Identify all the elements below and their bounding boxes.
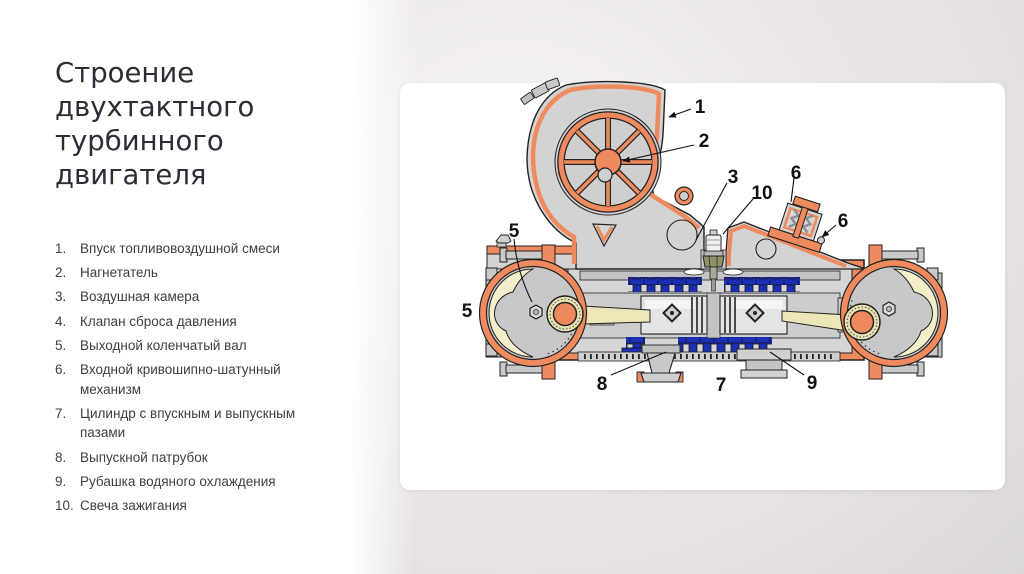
item-number: 10. bbox=[55, 497, 74, 513]
parts-list-item-2: 2. Нагнетатель bbox=[55, 263, 313, 283]
parts-list-item-10: 10. Свеча зажигания bbox=[55, 496, 313, 516]
leader-lines bbox=[513, 108, 837, 376]
item-label: Выходной коленчатый вал bbox=[80, 337, 247, 353]
spark-plug bbox=[683, 229, 744, 292]
parts-list-item-4: 4. Клапан сброса давления bbox=[55, 312, 313, 332]
item-number: 6. bbox=[55, 361, 67, 377]
callout-6b: 6 bbox=[838, 211, 849, 232]
item-number: 7. bbox=[55, 405, 67, 421]
item-label: Свеча зажигания bbox=[80, 497, 187, 513]
bottom-rail bbox=[577, 351, 841, 362]
item-label: Рубашка водяного охлаждения bbox=[80, 473, 276, 489]
item-label: Клапан сброса давления bbox=[80, 313, 237, 329]
piston-right bbox=[719, 295, 788, 335]
callout-10: 10 bbox=[751, 183, 772, 204]
item-label: Цилиндр с впускным и выпускным пазами bbox=[80, 405, 296, 441]
text-panel: Строение двухтактного турбинного двигате… bbox=[55, 0, 385, 513]
item-number: 3. bbox=[55, 289, 67, 305]
callout-6a: 6 bbox=[791, 163, 802, 184]
callout-5b: 5 bbox=[462, 301, 473, 322]
parts-list-item-3: 3. Воздушная камера bbox=[55, 287, 313, 307]
turbine-fitting bbox=[520, 77, 561, 105]
parts-list-item-1: 1. Впуск топливовоздушной смеси bbox=[55, 239, 313, 259]
bottom-cover bbox=[736, 348, 792, 379]
item-label: Воздушная камера bbox=[80, 289, 200, 305]
supercharger bbox=[520, 77, 705, 270]
vent-hole bbox=[755, 238, 777, 260]
item-number: 8. bbox=[55, 449, 67, 465]
crankcase-left bbox=[478, 258, 588, 368]
callout-8: 8 bbox=[597, 374, 608, 395]
callout-3: 3 bbox=[728, 167, 739, 188]
item-number: 5. bbox=[55, 337, 67, 353]
parts-list-item-7: 7. Цилиндр с впускным и выпускным пазами bbox=[55, 404, 313, 443]
callout-5a: 5 bbox=[509, 221, 520, 242]
callout-2: 2 bbox=[699, 131, 710, 152]
pistons bbox=[640, 292, 788, 339]
item-label: Впуск топливовоздушной смеси bbox=[80, 241, 280, 256]
relief-valve bbox=[767, 195, 825, 254]
callout-7: 7 bbox=[716, 375, 727, 396]
callout-1: 1 bbox=[695, 97, 706, 118]
parts-list-item-9: 9. Рубашка водяного охлаждения bbox=[55, 472, 313, 492]
callout-9: 9 bbox=[807, 373, 818, 394]
slide-title: Строение двухтактного турбинного двигате… bbox=[55, 57, 255, 191]
turbine-wheel bbox=[557, 111, 659, 213]
crankcase-right bbox=[839, 258, 949, 368]
parts-list-item-5: 5. Выходной коленчатый вал bbox=[55, 336, 313, 356]
item-label: Входной кривошипно-шатунный механизм bbox=[80, 361, 281, 397]
exhaust-pipe bbox=[636, 344, 684, 383]
item-label: Выпускной патрубок bbox=[80, 449, 208, 465]
item-number: 1. bbox=[55, 241, 67, 256]
item-number: 9. bbox=[55, 473, 67, 489]
parts-list-item-8: 8. Выпускной патрубок bbox=[55, 448, 313, 468]
figure-labels: 1 23 10 6 6 5 5 8 7 9 bbox=[462, 97, 849, 396]
air-chamber-void bbox=[666, 219, 698, 251]
piston-left bbox=[640, 295, 708, 335]
parts-list: 1. Впуск топливовоздушной смеси 2. Нагнетат… bbox=[55, 239, 313, 520]
item-number: 4. bbox=[55, 313, 67, 329]
item-label: Нагнетатель bbox=[80, 265, 158, 281]
parts-list-item-6: 6. Входной кривошипно-шатунный механизм bbox=[55, 360, 313, 399]
item-number: 2. bbox=[55, 265, 67, 281]
